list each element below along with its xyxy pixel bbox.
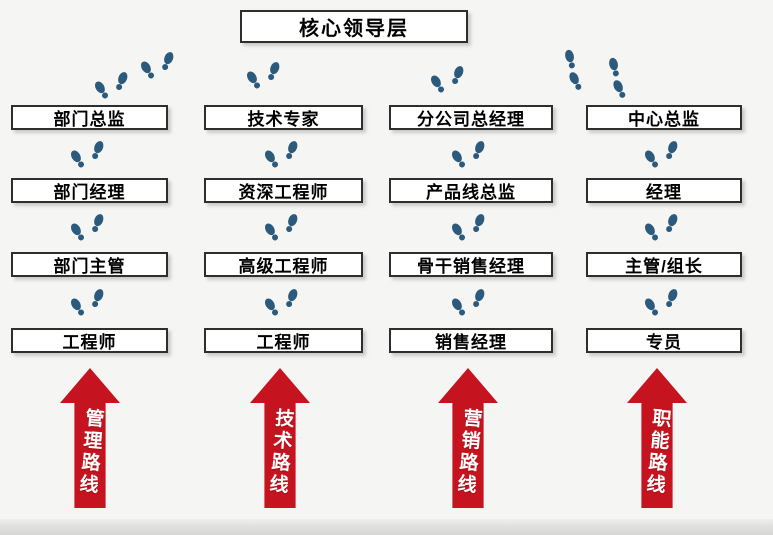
- career-level-box: 专员: [586, 328, 742, 353]
- career-level-box: 部门经理: [11, 178, 168, 203]
- career-path-arrow-management: 管理路线: [60, 368, 120, 508]
- career-level-box: 资深工程师: [204, 178, 363, 203]
- career-level-box: 技术专家: [204, 105, 363, 130]
- career-level-box: 部门总监: [11, 105, 168, 130]
- footprints-icon: [138, 50, 176, 81]
- career-level-box: 主管/组长: [586, 252, 742, 277]
- footprints-icon: [68, 287, 106, 318]
- footprints-icon: [642, 139, 680, 170]
- footprints-icon: [428, 64, 466, 95]
- footprints-icon: [262, 212, 300, 243]
- career-level-box: 工程师: [11, 328, 168, 353]
- footprints-icon: [449, 287, 487, 318]
- footprints-icon: [449, 139, 487, 170]
- footprints-icon: [449, 212, 487, 243]
- footprints-icon: [262, 139, 300, 170]
- leadership-box: 核心领导层: [240, 10, 468, 43]
- career-level-box: 销售经理: [389, 328, 553, 353]
- slide-bottom-edge: [0, 519, 773, 535]
- career-level-box: 中心总监: [586, 105, 742, 130]
- career-level-box: 部门主管: [11, 252, 168, 277]
- footprints-icon: [262, 287, 300, 318]
- career-level-box: 产品线总监: [389, 178, 553, 203]
- footprints-icon: [244, 60, 282, 91]
- career-level-box: 分公司总经理: [389, 105, 553, 130]
- career-path-arrow-marketing: 营销路线: [438, 368, 498, 508]
- career-level-box: 骨干销售经理: [389, 252, 553, 277]
- career-level-box: 工程师: [204, 328, 363, 353]
- footprints-icon: [68, 139, 106, 170]
- career-path-arrow-functional: 职能路线: [627, 368, 687, 508]
- career-path-arrow-technical: 技术路线: [250, 368, 310, 508]
- career-level-box: 高级工程师: [204, 252, 363, 277]
- footprints-icon: [642, 287, 680, 318]
- footprints-icon: [607, 56, 628, 100]
- footprints-icon: [642, 212, 680, 243]
- footprints-icon: [563, 48, 584, 92]
- footprints-icon: [92, 70, 130, 101]
- footprints-icon: [68, 212, 106, 243]
- career-level-box: 经理: [586, 178, 742, 203]
